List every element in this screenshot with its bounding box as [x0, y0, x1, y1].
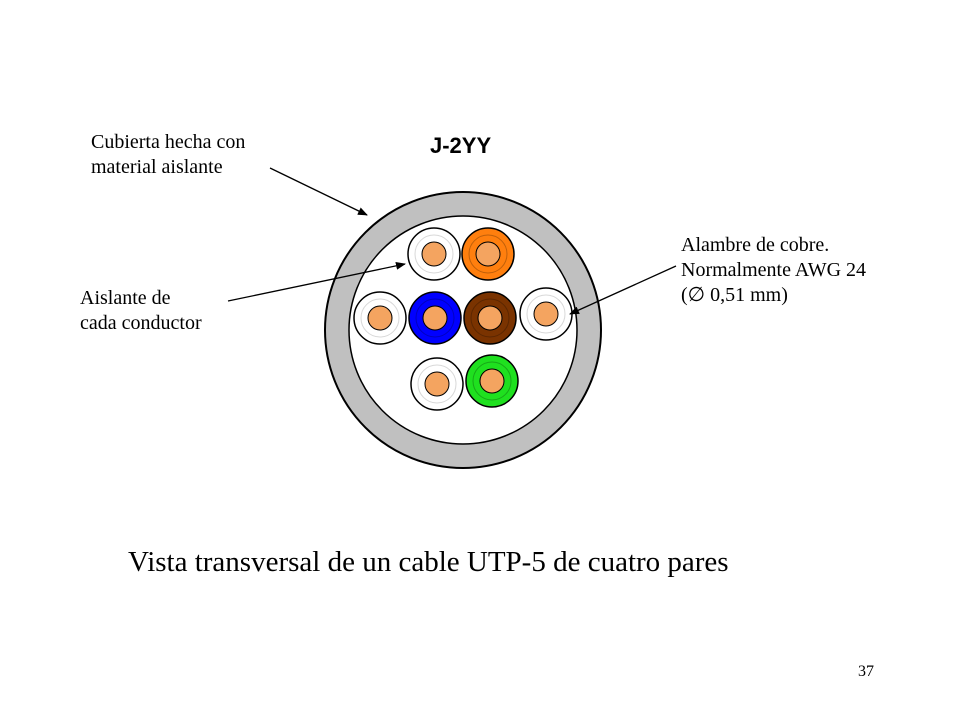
jacket-label-line-2: material aislante	[91, 156, 223, 178]
insulation-label: Aislante de cada conductor	[80, 286, 202, 336]
copper-label-line-2: Normalmente AWG 24	[681, 259, 867, 281]
copper-leader-line	[569, 265, 677, 315]
conductor-insulation-ring	[415, 298, 455, 338]
conductor-white-blue	[353, 291, 407, 345]
jacket-label: Cubierta hecha con material aislante	[91, 130, 245, 180]
slide-caption: Vista transversal de un cable UTP-5 de c…	[128, 546, 729, 578]
insulation-leader-line	[227, 261, 406, 302]
conductor-blue	[408, 291, 462, 345]
conductor-orange	[461, 227, 515, 281]
conductor-insulation-ring	[526, 294, 566, 334]
jacket-leader-line	[269, 167, 368, 216]
copper-label-line-1: Alambre de cobre.	[681, 234, 830, 256]
copper-core	[367, 305, 393, 331]
copper-core	[422, 305, 448, 331]
copper-core	[477, 305, 503, 331]
conductor-white-orange	[407, 227, 461, 281]
conductor-insulation-ring	[470, 298, 510, 338]
conductor-white-brown	[519, 287, 573, 341]
conductor-insulation-ring	[360, 298, 400, 338]
insulation-label-line-1: Aislante de	[80, 287, 171, 309]
copper-wire-label: Alambre de cobre. Normalmente AWG 24 (∅ …	[681, 233, 866, 308]
conductor-insulation-ring	[414, 234, 454, 274]
copper-core	[424, 371, 450, 397]
copper-core	[421, 241, 447, 267]
insulation-label-line-2: cada conductor	[80, 312, 202, 334]
page-number: 37	[858, 663, 874, 680]
conductor-green	[465, 354, 519, 408]
copper-core	[533, 301, 559, 327]
cable-core-area	[348, 215, 578, 445]
conductor-insulation-ring	[417, 364, 457, 404]
conductor-insulation-ring	[472, 361, 512, 401]
copper-core	[475, 241, 501, 267]
conductor-brown	[463, 291, 517, 345]
conductors-group	[353, 227, 573, 411]
conductor-insulation-ring	[468, 234, 508, 274]
copper-label-line-3: (∅ 0,51 mm)	[681, 284, 788, 306]
jacket-label-line-1: Cubierta hecha con	[91, 131, 246, 153]
conductor-white-green	[410, 357, 464, 411]
copper-core	[479, 368, 505, 394]
cable-type-title: J-2YY	[430, 133, 492, 158]
